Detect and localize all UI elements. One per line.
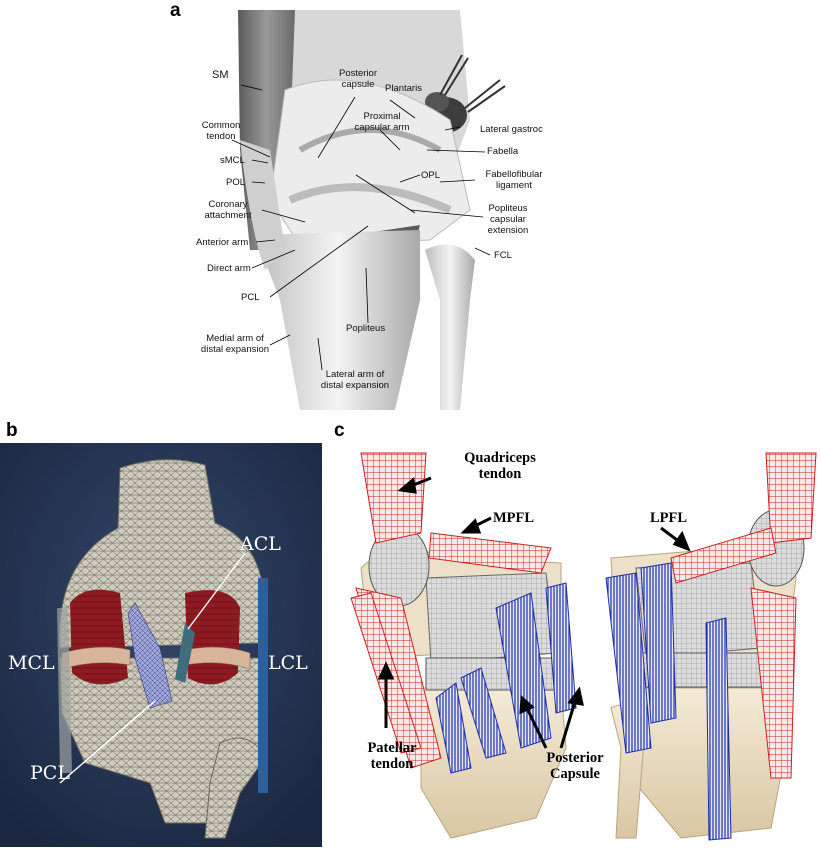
right-lpfl xyxy=(670,527,777,584)
label-common-tendon: Common tendon xyxy=(196,120,246,142)
label-posterior-capsule-c: Posterior Capsule xyxy=(535,750,615,782)
label-proximal-line2: capsular arm xyxy=(354,122,410,133)
label-popliteus: Popliteus xyxy=(346,323,386,334)
label-popliteus-ext-line3: extension xyxy=(487,225,529,236)
plantaris-head xyxy=(425,92,449,112)
left-capsule-strand-2 xyxy=(495,592,552,749)
mcl-band xyxy=(57,608,72,773)
label-quadriceps-line1: Quadriceps xyxy=(464,450,536,466)
label-patellar-line1: Patellar xyxy=(367,740,417,756)
label-common-tendon-line1: Common xyxy=(201,120,241,131)
medial-meniscus xyxy=(70,589,128,685)
label-pcl-a: PCL xyxy=(241,292,260,303)
right-capsule-strand-2 xyxy=(640,562,677,724)
label-posterior-capsule: Posterior capsule xyxy=(328,68,388,90)
posterior-capsule xyxy=(269,79,471,246)
acl-mesh xyxy=(175,623,195,683)
label-pcl-b: PCL xyxy=(30,762,70,784)
label-fabella: Fabella xyxy=(487,146,519,157)
label-posterior-c-line2: Capsule xyxy=(550,766,600,782)
label-medial-arm-distal-expansion: Medial arm of distal expansion xyxy=(195,333,275,355)
label-posterior-capsule-line1: Posterior xyxy=(338,68,377,79)
label-popliteus-ext-line1: Popliteus xyxy=(488,203,528,214)
label-coronary-line1: Coronary xyxy=(208,199,248,210)
panel-a-letter: a xyxy=(170,0,181,21)
panel-b-fe-mesh-model xyxy=(0,443,322,847)
panel-c-letter: c xyxy=(334,420,345,441)
label-coronary-line2: attachment xyxy=(204,210,252,221)
label-proximal-line1: Proximal xyxy=(363,111,401,122)
label-popliteus-ext-line2: capsular xyxy=(490,214,526,225)
label-quadriceps-line2: tendon xyxy=(478,466,522,482)
label-fcl: FCL xyxy=(494,250,512,261)
pcl-mesh xyxy=(127,602,173,709)
left-mpfl xyxy=(428,532,552,574)
label-lcl: LCL xyxy=(268,652,308,674)
panel-b-letter: b xyxy=(6,420,18,441)
label-direct-arm: Direct arm xyxy=(207,263,251,274)
label-plantaris: Plantaris xyxy=(385,83,422,94)
label-medial-distal-line2: distal expansion xyxy=(200,344,270,355)
label-lateral-distal-line1: Lateral arm of xyxy=(325,369,385,380)
label-sm: SM xyxy=(212,69,229,81)
right-capsule-strand-3 xyxy=(705,617,732,841)
label-coronary-attachment: Coronary attachment xyxy=(195,199,261,221)
label-smcl: sMCL xyxy=(220,155,245,166)
right-capsule-strand-1 xyxy=(605,572,652,754)
left-capsule-strand-4 xyxy=(435,682,472,774)
label-common-tendon-line2: tendon xyxy=(206,131,236,142)
left-quadriceps-tendon xyxy=(360,452,427,544)
lcl-band xyxy=(258,578,268,793)
fibula-shape xyxy=(425,244,475,410)
lateral-cartilage-band xyxy=(184,646,251,670)
label-fabellofibular-line2: ligament xyxy=(496,180,532,191)
label-medial-distal-line1: Medial arm of xyxy=(206,333,264,344)
label-mpfl: MPFL xyxy=(493,510,535,526)
label-mcl: MCL xyxy=(8,652,55,674)
label-fabellofibular-line1: Fabellofibular xyxy=(485,169,543,180)
label-posterior-c-line1: Posterior xyxy=(546,750,604,766)
label-opl: OPL xyxy=(421,170,441,181)
left-capsule-strand-1 xyxy=(460,667,507,759)
medial-cartilage-band xyxy=(61,646,131,670)
label-patellar-tendon: Patellar tendon xyxy=(360,740,424,772)
left-capsule-strand-3 xyxy=(545,582,577,714)
label-anterior-arm: Anterior arm xyxy=(196,237,249,248)
label-pol: POL xyxy=(226,177,246,188)
label-lateral-arm-distal-expansion: Lateral arm of distal expansion xyxy=(313,369,397,391)
label-lpfl: LPFL xyxy=(650,510,688,526)
panel-c-knee-model xyxy=(350,452,817,841)
label-fabellofibular-ligament: Fabellofibular ligament xyxy=(474,169,554,191)
panel-a-anatomy-illustration xyxy=(231,10,506,410)
label-quadriceps-tendon: Quadriceps tendon xyxy=(455,450,545,482)
right-quadriceps-tendon xyxy=(765,452,817,544)
label-proximal-capsular-arm: Proximal capsular arm xyxy=(342,111,422,133)
label-lateral-distal-line2: distal expansion xyxy=(320,380,390,391)
label-patellar-line2: tendon xyxy=(370,756,414,772)
label-popliteus-capsular-extension: Popliteus capsular extension xyxy=(478,203,538,236)
label-acl: ACL xyxy=(240,533,281,555)
label-posterior-capsule-line2: capsule xyxy=(341,79,375,90)
tibia-shape xyxy=(255,230,420,410)
label-lateral-gastroc: Lateral gastroc xyxy=(480,124,543,135)
